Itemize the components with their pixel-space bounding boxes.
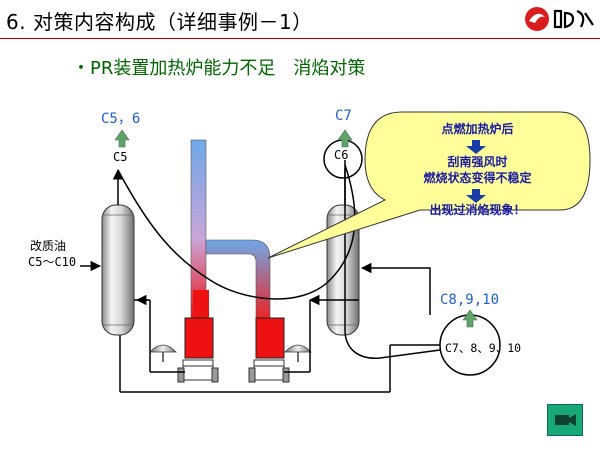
furnace-left-box bbox=[184, 317, 214, 359]
title-rule bbox=[0, 38, 600, 39]
right-column-bottom-curve bbox=[344, 160, 441, 359]
callout-line-1: 点燃加热炉后 bbox=[441, 122, 514, 136]
video-camera-icon bbox=[555, 414, 576, 426]
top-right-output-label: C7 bbox=[335, 108, 352, 124]
bottom-circle-label: C7、8、9、10 bbox=[445, 341, 522, 355]
left-valve-icon bbox=[149, 344, 177, 362]
right-valve-icon bbox=[284, 344, 312, 362]
slide-title: 6. 对策内容构成（详细事例－1） bbox=[6, 10, 313, 34]
video-nav-button[interactable] bbox=[547, 404, 583, 436]
company-logo-icon bbox=[525, 7, 594, 31]
green-arrow-bottom-icon bbox=[462, 309, 478, 328]
feed-label-line2: C5～C10 bbox=[28, 255, 77, 269]
callout-line-2: 刮南强风时 bbox=[447, 155, 508, 169]
callout-text: 点燃加热炉后 刮南强风时 燃烧状态变得不稳定 出现过消焰现象！ bbox=[365, 115, 590, 218]
callout-arrow-1-icon bbox=[466, 140, 486, 154]
left-column-outlet-label: C5 bbox=[113, 150, 128, 164]
right-column bbox=[326, 204, 360, 336]
right-column-feed-pipe bbox=[372, 267, 431, 315]
feed-label-line1: 改质油 bbox=[30, 239, 67, 253]
green-arrow-right-icon bbox=[337, 129, 353, 148]
crossover-duct bbox=[205, 239, 271, 321]
callout-line-4: 出现过消焰现象！ bbox=[429, 203, 526, 217]
furnace-right-box bbox=[255, 317, 285, 359]
left-column bbox=[101, 204, 135, 336]
slide-subtitle: ・PR装置加热炉能力不足 消焰对策 bbox=[72, 58, 366, 79]
top-left-output-label: C5，6 bbox=[101, 111, 141, 127]
callout-arrow-2-icon bbox=[466, 189, 486, 203]
furnace-supports bbox=[177, 359, 290, 383]
green-arrow-left-icon bbox=[114, 129, 130, 148]
process-stream-curve bbox=[117, 164, 356, 300]
c6-label: C6 bbox=[334, 148, 349, 162]
callout-bubble bbox=[267, 111, 591, 259]
callout-line-3: 燃烧状态变得不稳定 bbox=[423, 171, 532, 185]
bottom-right-output-label: C8,9,10 bbox=[440, 292, 500, 308]
